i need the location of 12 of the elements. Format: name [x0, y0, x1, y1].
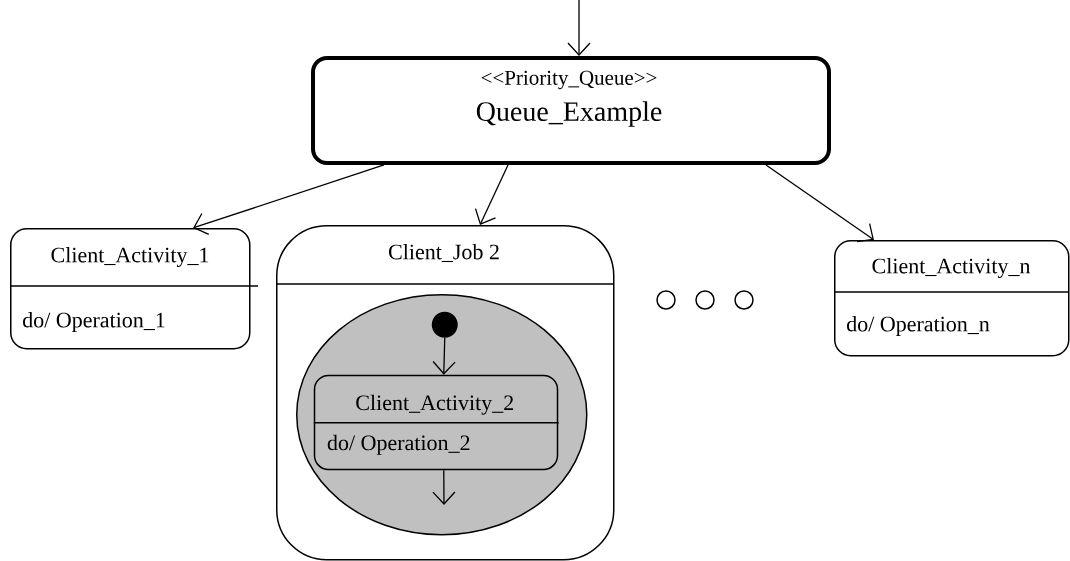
state-box: <<Priority_Queue>> Queue_Example	[311, 56, 831, 165]
state-box: Client_Activity_n do/ Operation_n	[833, 240, 1070, 357]
arrow	[474, 164, 509, 225]
state-box: Client_Activity_1 do/ Operation_1	[9, 228, 259, 350]
region-ellipse	[296, 294, 588, 536]
arrow	[567, 0, 591, 56]
initial-state-dot	[431, 311, 458, 338]
arrow	[765, 164, 874, 243]
state-box: Client_Activity_2 do/ Operation_2	[313, 374, 560, 471]
arrow	[193, 164, 385, 235]
arrow	[432, 469, 456, 505]
arrow	[432, 337, 456, 375]
